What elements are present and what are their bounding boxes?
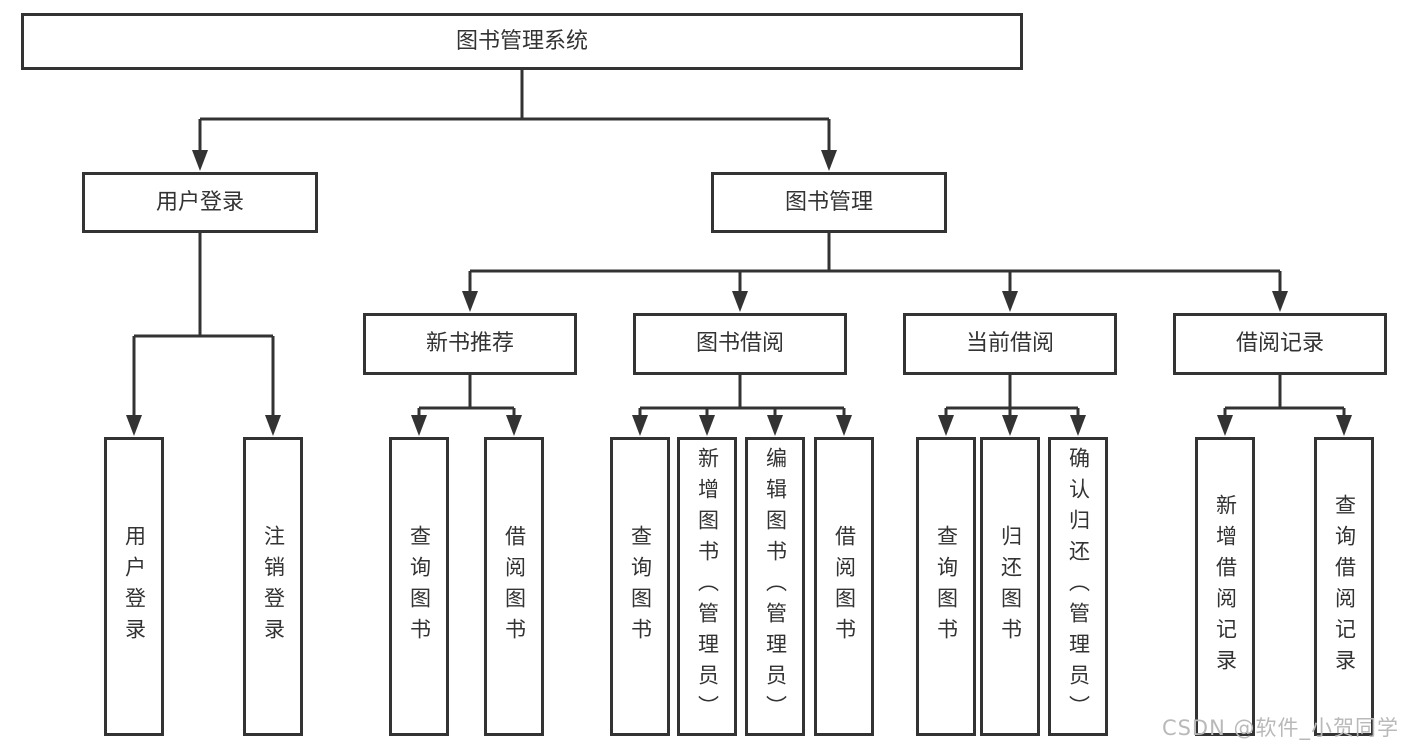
node-new-book-recommend: 新书推荐 — [363, 313, 577, 375]
arrowhead — [192, 150, 208, 171]
arrowhead — [732, 291, 748, 312]
node-current-borrow: 当前借阅 — [903, 313, 1117, 375]
leaf-query-books-borrow: 查询图书 — [610, 437, 670, 736]
arrowhead — [506, 415, 522, 436]
connector-book-borrow — [638, 375, 846, 418]
arrowhead — [699, 415, 715, 436]
node-borrow-records: 借阅记录 — [1173, 313, 1387, 375]
arrowhead — [1002, 291, 1018, 312]
connector-book-management — [468, 233, 1282, 294]
connector-new-book-recommend — [417, 375, 516, 418]
connector-root-to-level2 — [198, 69, 831, 152]
arrowhead — [126, 415, 142, 436]
leaf-edit-books-admin: 编辑图书（管理员） — [745, 437, 805, 736]
node-user-login: 用户登录 — [82, 172, 318, 233]
arrowhead — [767, 415, 783, 436]
arrowhead — [1336, 415, 1352, 436]
leaf-return-books: 归还图书 — [980, 437, 1040, 736]
leaf-add-books-admin: 新增图书（管理员） — [677, 437, 737, 736]
arrowhead — [462, 291, 478, 312]
arrowhead — [1217, 415, 1233, 436]
connector-user-login — [132, 233, 275, 417]
connector-current-borrow — [944, 375, 1080, 418]
leaf-user-login: 用户登录 — [104, 437, 164, 736]
leaf-query-borrow-record: 查询借阅记录 — [1314, 437, 1374, 736]
leaf-borrow-books-recommend: 借阅图书 — [484, 437, 544, 736]
arrowhead — [1272, 291, 1288, 312]
node-root: 图书管理系统 — [21, 13, 1023, 70]
leaf-add-borrow-record: 新增借阅记录 — [1195, 437, 1255, 736]
arrowhead — [1070, 415, 1086, 436]
leaf-query-books-recommend: 查询图书 — [389, 437, 449, 736]
node-book-borrow: 图书借阅 — [633, 313, 847, 375]
arrowhead — [411, 415, 427, 436]
arrowhead — [632, 415, 648, 436]
arrowhead — [1002, 415, 1018, 436]
leaf-confirm-return-admin: 确认归还（管理员） — [1048, 437, 1108, 736]
csdn-watermark: CSDN @软件_小贺同学 — [1161, 716, 1399, 740]
connector-borrow-records — [1223, 375, 1346, 418]
leaf-borrow-books: 借阅图书 — [814, 437, 874, 736]
arrowhead — [821, 150, 837, 171]
arrowhead — [836, 415, 852, 436]
arrowhead — [938, 415, 954, 436]
arrowhead — [265, 415, 281, 436]
node-book-management: 图书管理 — [711, 172, 947, 233]
leaf-logout: 注销登录 — [243, 437, 303, 736]
leaf-query-books-current: 查询图书 — [916, 437, 976, 736]
